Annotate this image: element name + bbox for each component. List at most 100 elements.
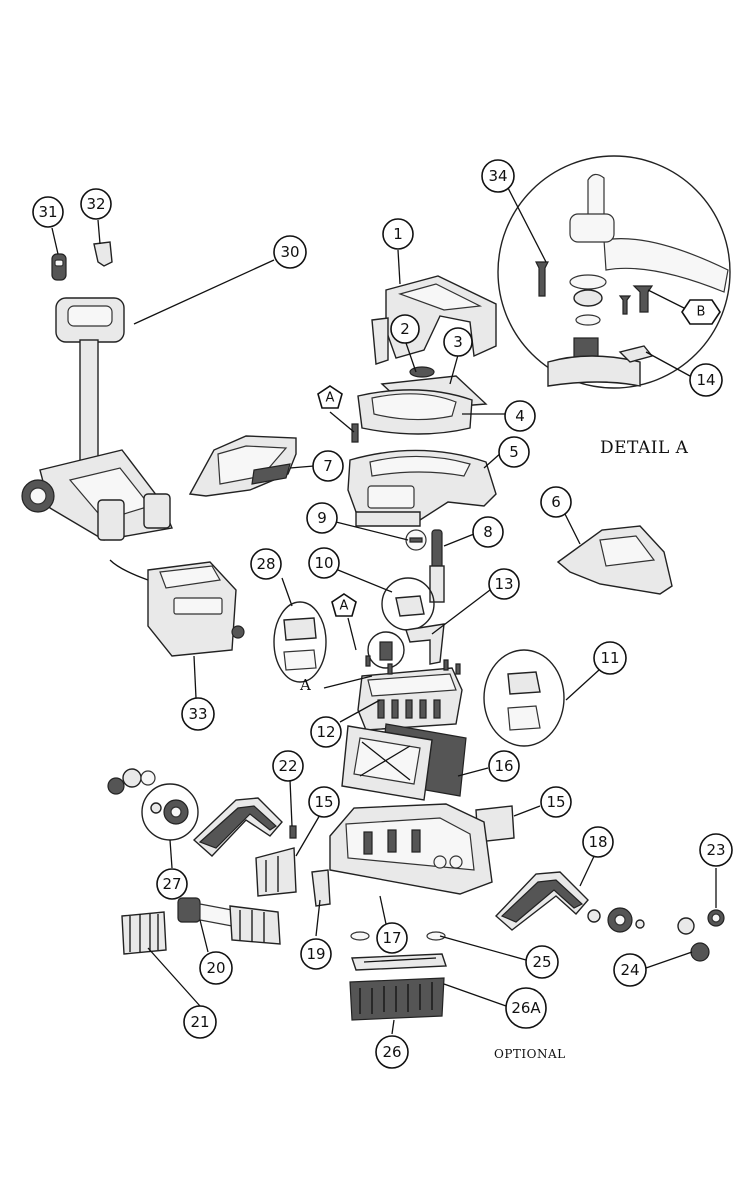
wheel-part-23 (707, 909, 725, 927)
svg-text:8: 8 (483, 523, 493, 541)
svg-text:10: 10 (314, 554, 333, 572)
svg-text:7: 7 (323, 457, 333, 475)
callout-24: 24 (613, 953, 647, 987)
svg-text:B: B (697, 305, 706, 320)
clip-part-32 (93, 241, 113, 267)
svg-text:26: 26 (382, 1043, 401, 1061)
right-track (494, 871, 589, 931)
svg-text:22: 22 (278, 757, 297, 775)
gear-right (587, 907, 645, 933)
callout-32: 32 (80, 188, 112, 220)
svg-text:34: 34 (488, 167, 507, 185)
top-cover (371, 275, 497, 365)
right-side-cover (556, 525, 673, 595)
wheel-part-24 (677, 917, 710, 962)
marker-a-upper: A (317, 385, 343, 409)
optional-brush-plate (351, 953, 447, 971)
callout-34: 34 (481, 159, 515, 193)
detail-a-magnifier (497, 155, 731, 389)
impeller-detail-10 (381, 577, 435, 631)
handle-part-19 (311, 869, 331, 907)
callout-18: 18 (582, 826, 614, 858)
washer-part-25 (350, 931, 446, 941)
svg-text:17: 17 (382, 929, 401, 947)
svg-text:27: 27 (162, 875, 181, 893)
svg-text:18: 18 (588, 833, 607, 851)
callout-7: 7 (312, 450, 344, 482)
clip-part-9 (405, 529, 427, 551)
middle-body (347, 449, 497, 527)
callout-15-left: 15 (308, 786, 340, 818)
svg-text:2: 2 (400, 320, 410, 338)
filter-block-15a (255, 847, 297, 897)
callout-26a: 26A (505, 987, 547, 1029)
svg-text:19: 19 (306, 945, 325, 963)
callout-2: 2 (390, 314, 420, 344)
pin-part-22 (289, 825, 297, 839)
callout-17: 17 (376, 922, 408, 954)
filter-clips-detail-11 (483, 649, 565, 747)
svg-text:32: 32 (86, 195, 105, 213)
svg-text:15: 15 (314, 793, 333, 811)
brush-axle (177, 897, 281, 945)
svg-text:20: 20 (206, 959, 225, 977)
callout-14: 14 (689, 363, 723, 397)
left-track (192, 797, 283, 857)
marker-b: B (681, 299, 721, 325)
svg-text:9: 9 (317, 509, 327, 527)
motor-unit (357, 655, 463, 731)
callout-4: 4 (504, 400, 536, 432)
marker-a-lower: A (331, 593, 357, 617)
swivel-part-8 (429, 529, 445, 603)
callout-26: 26 (375, 1035, 409, 1069)
callout-23: 23 (699, 833, 733, 867)
bracket-part-13 (405, 623, 445, 665)
svg-text:15: 15 (546, 793, 565, 811)
optional-brush (349, 977, 445, 1021)
callout-27: 27 (156, 868, 188, 900)
callout-25: 25 (525, 945, 559, 979)
marker-a-label: A (299, 676, 311, 694)
svg-text:31: 31 (38, 203, 57, 221)
callout-16: 16 (488, 750, 520, 782)
svg-text:26A: 26A (511, 999, 541, 1017)
svg-text:A: A (299, 676, 311, 694)
callout-28: 28 (250, 548, 282, 580)
svg-text:24: 24 (620, 961, 639, 979)
motor-cap (367, 631, 405, 669)
gear-detail-27 (141, 783, 199, 841)
callout-1: 1 (382, 218, 414, 250)
callout-8: 8 (472, 516, 504, 548)
svg-text:16: 16 (494, 757, 513, 775)
svg-text:5: 5 (509, 443, 519, 461)
svg-text:6: 6 (551, 493, 561, 511)
svg-text:12: 12 (316, 723, 335, 741)
callout-13: 13 (488, 568, 520, 600)
small-insert-2 (409, 366, 435, 378)
callout-19: 19 (300, 938, 332, 970)
svg-text:A: A (340, 599, 349, 614)
svg-text:11: 11 (600, 649, 619, 667)
callout-9: 9 (306, 502, 338, 534)
callout-15-right: 15 (540, 786, 572, 818)
svg-text:4: 4 (515, 407, 525, 425)
svg-text:1: 1 (393, 225, 403, 243)
svg-text:21: 21 (190, 1013, 209, 1031)
svg-text:A: A (326, 391, 335, 406)
power-supply (109, 559, 245, 657)
svg-text:23: 23 (706, 841, 725, 859)
wheel-set-left (107, 768, 156, 795)
svg-text:25: 25 (532, 953, 551, 971)
callout-6: 6 (540, 486, 572, 518)
callout-30: 30 (273, 235, 307, 269)
svg-text:33: 33 (188, 705, 207, 723)
callout-20: 20 (199, 951, 233, 985)
leader-lines (51, 183, 717, 1035)
svg-text:13: 13 (494, 575, 513, 593)
svg-text:30: 30 (280, 243, 299, 261)
callout-12: 12 (310, 716, 342, 748)
caddy-cart (21, 297, 173, 541)
top-shell (351, 389, 473, 443)
